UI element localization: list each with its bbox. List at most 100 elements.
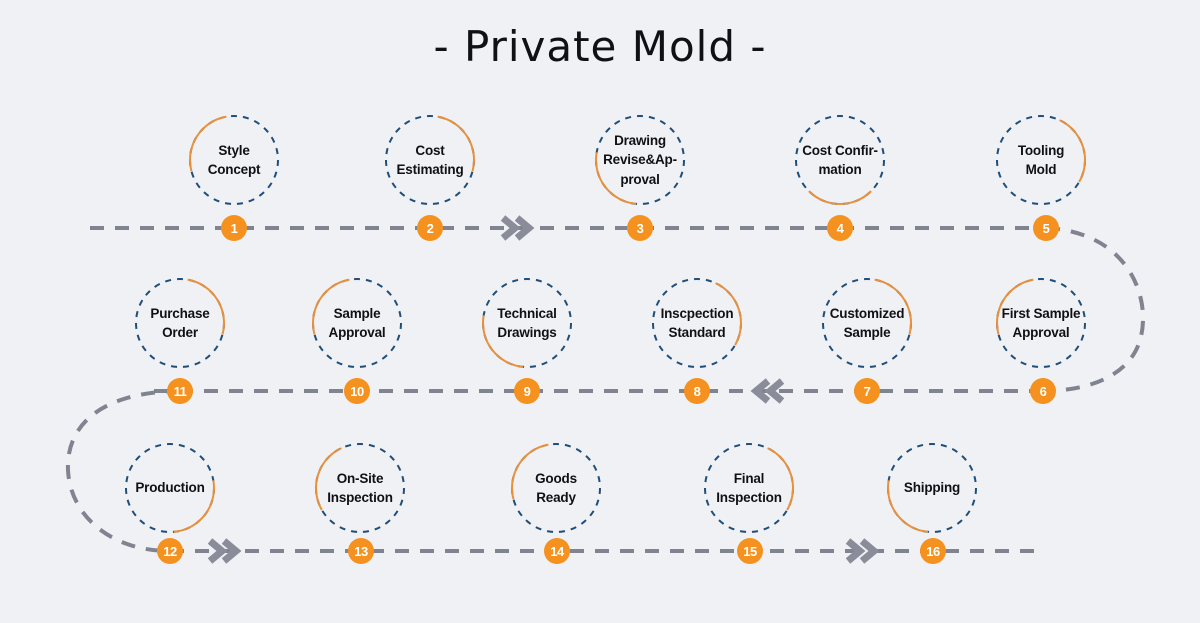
step-node-16[interactable]: Shipping [886,442,978,534]
step-node-label-line: Inscpection [660,305,734,321]
step-node-12[interactable]: Production [124,442,216,534]
step-node-label-line: Inspection [716,490,782,505]
step-node-accent-arc-3 [595,152,637,205]
step-badge-8[interactable]: 8 [684,378,710,404]
step-node-ring-14 [511,443,601,533]
step-badge-5[interactable]: 5 [1033,215,1059,241]
step-node-label-line: Revise&Ap- [603,152,677,168]
step-node-label-line: Approval [1012,325,1070,340]
step-node-label-line: Tooling [1017,142,1065,158]
step-node-accent-arc-11 [187,278,225,335]
step-badge-14[interactable]: 14 [544,538,570,564]
chevron-right-row3-b-icon [845,538,880,564]
step-badge-1[interactable]: 1 [221,215,247,241]
step-node-label-12: Production [108,442,232,534]
step-node-label-line: Technical [497,305,557,321]
step-badge-9[interactable]: 9 [514,378,540,404]
step-node-accent-arc-7 [874,278,912,335]
step-node-accent-arc-2 [437,115,475,172]
step-node-accent-arc-16 [887,480,929,533]
step-node-label-line: Purchase [150,305,210,321]
step-node-ring-15 [704,443,794,533]
step-badge-6[interactable]: 6 [1030,378,1056,404]
step-node-ring-5 [996,115,1086,205]
step-node-label-4: Cost Confir-mation [778,114,902,206]
step-node-label-line: mation [818,162,862,177]
step-node-label-line: Mold [1025,162,1057,177]
step-node-ring-1 [189,115,279,205]
step-node-ring-13 [315,443,405,533]
step-node-accent-arc-12 [173,480,215,533]
step-badge-3[interactable]: 3 [627,215,653,241]
step-node-label-line: Sample [843,325,891,340]
step-node-label-line: Estimating [396,162,464,177]
step-node-ring-9 [482,278,572,368]
step-node-label-line: Shipping [903,480,961,496]
step-badge-16[interactable]: 16 [920,538,946,564]
step-node-label-line: Goods [535,470,577,486]
step-node-ring-12 [125,443,215,533]
step-node-label-line: Cost Confir- [802,142,878,158]
step-badge-11[interactable]: 11 [167,378,193,404]
step-badge-2[interactable]: 2 [417,215,443,241]
step-node-accent-arc-6 [996,278,1034,335]
step-badge-7[interactable]: 7 [854,378,880,404]
step-node-label-line: Cost [415,142,445,158]
step-node-label-line: First Sample [1001,305,1081,321]
step-node-ring-7 [822,278,912,368]
chevron-right-row1-icon [500,215,535,241]
step-node-label-line: Standard [668,325,726,340]
page-title: - Private Mold - [433,22,767,71]
step-node-label-line: Approval [328,325,386,340]
step-node-label-line: Customized [829,305,905,321]
step-badge-13[interactable]: 13 [348,538,374,564]
step-node-label-line: On-Site [336,470,384,486]
step-badge-12[interactable]: 12 [157,538,183,564]
step-node-ring-2 [385,115,475,205]
step-node-ring-4 [795,115,885,205]
step-badge-10[interactable]: 10 [344,378,370,404]
step-node-accent-arc-15 [767,447,794,511]
step-node-label-line: Concept [207,162,261,177]
step-node-accent-arc-10 [312,278,350,335]
step-node-label-line: Production [135,480,205,496]
step-node-accent-arc-8 [715,282,742,346]
step-node-label-line: Inspection [327,490,393,505]
step-node-label-line: Drawing [614,133,666,149]
chevron-right-row3-a-icon [207,538,242,564]
step-node-ring-16 [887,443,977,533]
step-node-ring-8 [652,278,742,368]
step-node-label-16: Shipping [870,442,994,534]
step-badge-4[interactable]: 4 [827,215,853,241]
step-node-ring-11 [135,278,225,368]
step-node-4[interactable]: Cost Confir-mation [794,114,886,206]
step-badge-15[interactable]: 15 [737,538,763,564]
step-node-label-line: Order [162,325,198,340]
step-node-accent-arc-4 [808,190,872,205]
step-node-accent-arc-13 [315,447,342,511]
step-node-label-line: Sample [333,305,381,321]
